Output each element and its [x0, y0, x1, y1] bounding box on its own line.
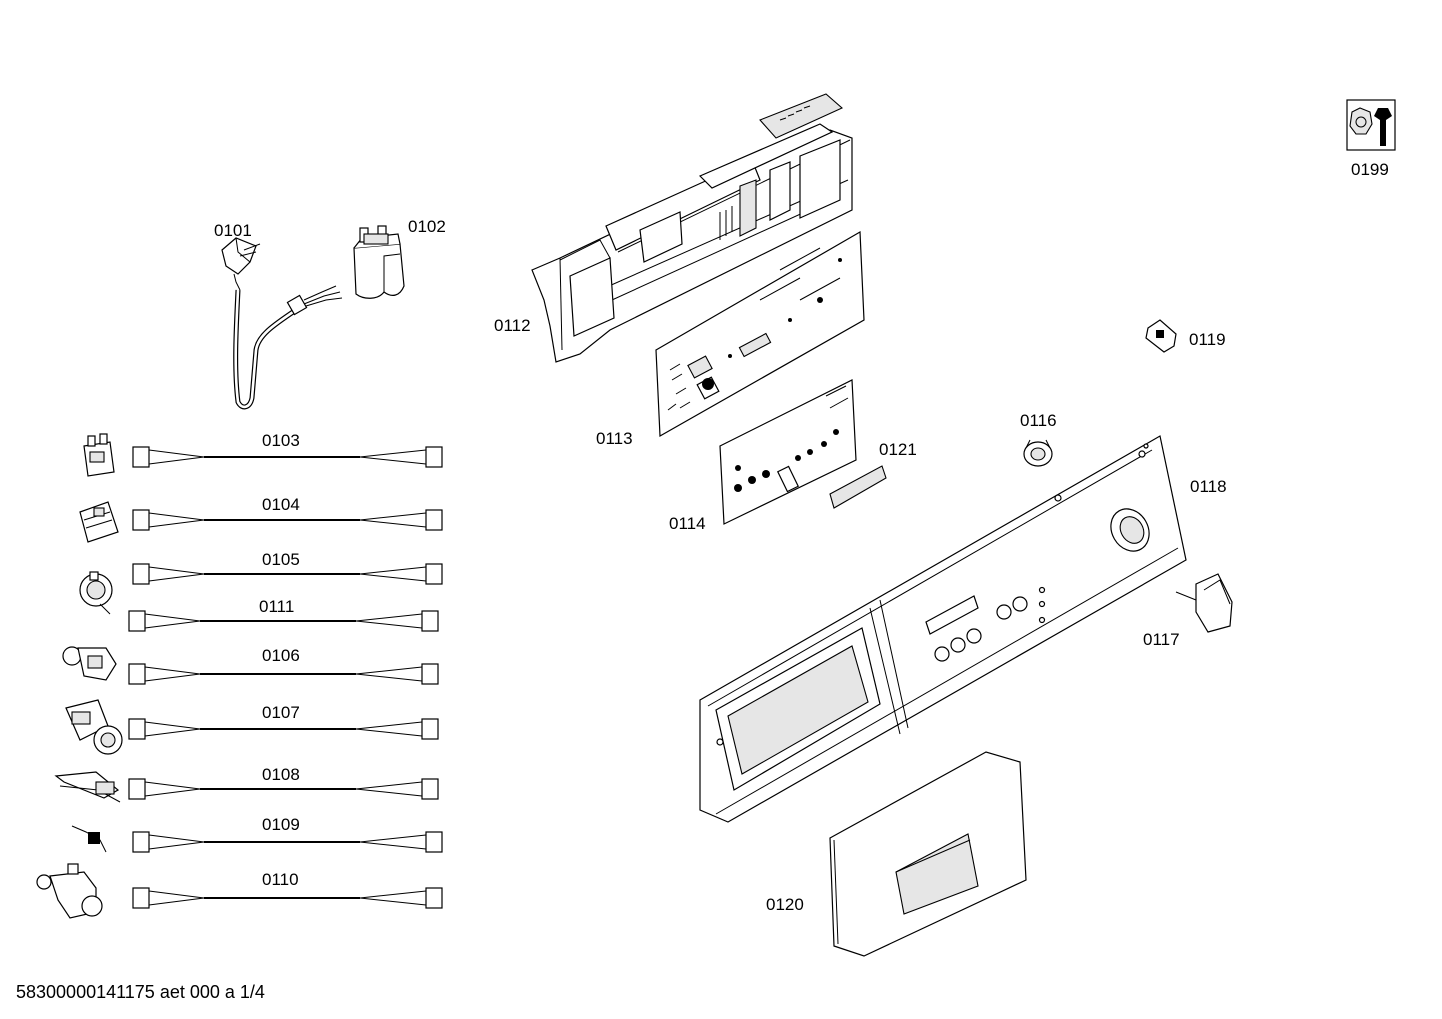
label-0110[interactable]: 0110: [262, 870, 299, 889]
filter-component-0103: [83, 433, 115, 477]
label-0120[interactable]: 0120: [766, 895, 804, 914]
label-0114[interactable]: 0114: [669, 514, 706, 533]
knob-part[interactable]: [1175, 573, 1233, 633]
label-0113[interactable]: 0113: [596, 429, 633, 448]
interference-filter-part[interactable]: [353, 225, 405, 299]
label-0116[interactable]: 0116: [1020, 411, 1057, 430]
harness-0106[interactable]: [128, 663, 439, 685]
label-0103[interactable]: 0103: [262, 431, 300, 450]
control-housing-part[interactable]: [531, 93, 853, 363]
harness-0110[interactable]: [132, 887, 443, 909]
power-cable-part[interactable]: [221, 237, 343, 410]
harness-0104[interactable]: [132, 509, 443, 531]
label-0101[interactable]: 0101: [214, 221, 252, 240]
harness-0109[interactable]: [132, 831, 443, 853]
label-0105[interactable]: 0105: [262, 550, 300, 569]
label-0107[interactable]: 0107: [262, 703, 300, 722]
main-pcb-part[interactable]: [655, 230, 865, 438]
harness-0111[interactable]: [128, 610, 439, 632]
label-0108[interactable]: 0108: [262, 765, 300, 784]
heater-component: [54, 771, 121, 803]
drawer-handle-part[interactable]: [829, 751, 1027, 957]
document-footer: 58300000141175 aet 000 a 1/4: [16, 982, 265, 1002]
harness-0105[interactable]: [132, 563, 443, 585]
door-lock-component: [79, 501, 119, 543]
drain-pump-component: [65, 699, 123, 755]
control-panel-part[interactable]: [699, 435, 1187, 823]
label-0102[interactable]: 0102: [408, 217, 446, 236]
label-0121[interactable]: 0121: [879, 440, 917, 459]
clip-part[interactable]: [1145, 319, 1177, 353]
label-0199[interactable]: 0199: [1351, 160, 1389, 179]
bearing-part[interactable]: [1023, 439, 1053, 467]
light-guide-part[interactable]: [829, 465, 887, 509]
harness-0107[interactable]: [128, 718, 439, 740]
tool-icon[interactable]: [1346, 99, 1396, 151]
label-0118[interactable]: 0118: [1190, 477, 1227, 496]
display-pcb-part[interactable]: [719, 379, 857, 525]
pressure-switch-component: [79, 571, 113, 615]
label-0119[interactable]: 0119: [1189, 330, 1226, 349]
label-0106[interactable]: 0106: [262, 646, 300, 665]
label-0104[interactable]: 0104: [262, 495, 300, 514]
harness-0103[interactable]: [132, 446, 443, 468]
harness-0108[interactable]: [128, 778, 439, 800]
sensor-component: [71, 825, 107, 853]
valve-component-0110: [36, 863, 103, 919]
label-0109[interactable]: 0109: [262, 815, 300, 834]
label-0111[interactable]: 0111: [259, 597, 295, 616]
label-0112[interactable]: 0112: [494, 316, 531, 335]
label-0117[interactable]: 0117: [1143, 630, 1180, 649]
pump-component-0106: [62, 646, 117, 681]
